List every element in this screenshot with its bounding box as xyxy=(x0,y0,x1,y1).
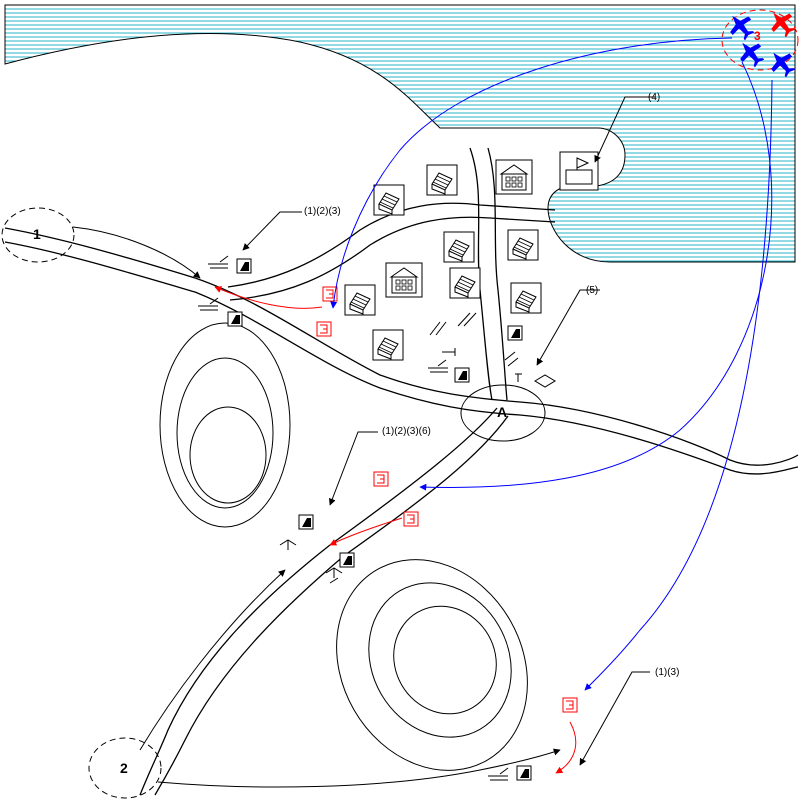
aircraft-group-label: 3 xyxy=(754,29,761,43)
target-box-icon xyxy=(562,697,578,713)
diamond-marker-icon xyxy=(534,374,556,388)
callout-5-label: (5) xyxy=(586,285,598,296)
approach-arrows xyxy=(72,226,561,788)
enemy-routes xyxy=(214,286,577,774)
target-box-icon xyxy=(403,511,419,527)
hill-west xyxy=(159,322,291,528)
house-icon xyxy=(443,231,475,263)
target-box-icon xyxy=(316,321,332,337)
callout-4-label: (4) xyxy=(648,92,660,103)
house-icon xyxy=(372,329,404,361)
waypoint-1-label: 1 xyxy=(33,226,41,242)
unit-marker-icon xyxy=(454,367,470,383)
objective-a-label: A xyxy=(497,404,507,420)
house-icon xyxy=(510,282,542,314)
callout-123-label: (1)(2)(3) xyxy=(304,206,341,217)
waypoint-2-label: 2 xyxy=(120,760,128,776)
objective-a-circle xyxy=(460,384,546,442)
obstacle-icon xyxy=(198,255,522,781)
house-icon xyxy=(507,229,539,261)
unit-marker-icon xyxy=(298,514,314,530)
large-building-icon xyxy=(385,262,423,298)
callout-lines xyxy=(242,96,655,766)
large-building-icon xyxy=(495,159,533,195)
callout-1236-label: (1)(2)(3)(6) xyxy=(382,426,431,437)
waypoint-circles xyxy=(1,207,162,799)
unit-marker-icon xyxy=(339,552,355,568)
unit-marker-icon xyxy=(236,258,252,274)
hill-southeast xyxy=(336,559,528,771)
unit-marker-icon xyxy=(227,311,243,327)
unit-marker-icon xyxy=(507,325,523,341)
house-icon xyxy=(449,267,481,299)
target-box-icon xyxy=(373,471,389,487)
house-icon xyxy=(344,284,376,316)
callout-13-label: (1)(3) xyxy=(655,667,679,678)
aircraft-group-circle xyxy=(721,9,799,71)
friendly-routes xyxy=(330,37,773,691)
sea xyxy=(4,4,796,263)
roads xyxy=(4,147,799,796)
house-icon xyxy=(426,164,458,196)
unit-marker-icon xyxy=(516,765,532,781)
flag-icon xyxy=(559,151,599,191)
house-icon xyxy=(373,184,405,216)
